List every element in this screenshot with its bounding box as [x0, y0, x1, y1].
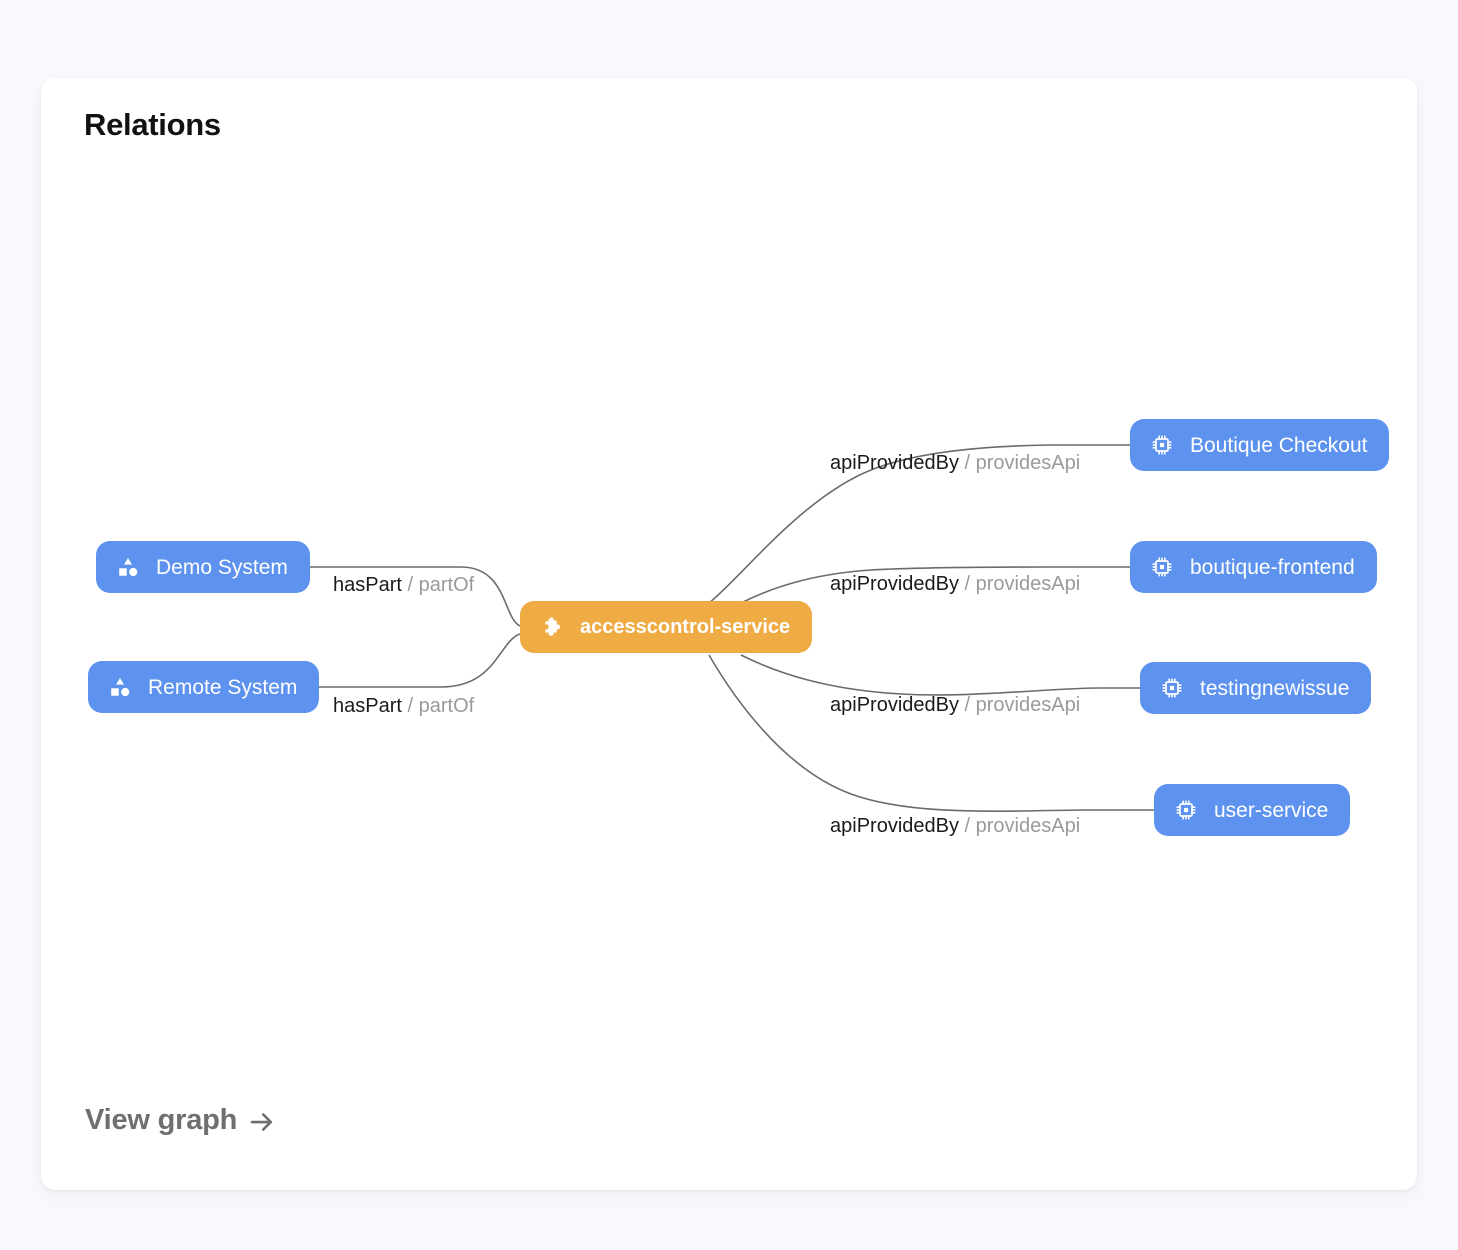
edge-label-forward: apiProvidedBy: [830, 452, 959, 474]
relations-graph: Demo System Remote System: [41, 78, 1417, 1190]
shapes-icon: [115, 554, 141, 580]
graph-node-label: Boutique Checkout: [1190, 433, 1368, 457]
graph-node-boutique-frontend[interactable]: boutique-frontend: [1130, 541, 1377, 593]
edge-label-reverse: partOf: [418, 695, 475, 717]
view-graph-link[interactable]: View graph: [85, 1104, 277, 1137]
edge-path-testingnewissue: [740, 654, 1140, 696]
graph-node-accesscontrol-service[interactable]: accesscontrol-service: [520, 601, 813, 653]
edge-path-remote-system: [300, 633, 521, 688]
graph-node-label: accesscontrol-service: [580, 616, 791, 638]
edge-label-separator: /: [958, 573, 976, 595]
edge-label-testingnewissue: apiProvidedBy / providesApi: [830, 695, 1080, 715]
edge-label-boutique-frontend: apiProvidedBy / providesApi: [830, 574, 1080, 594]
edge-label-forward: apiProvidedBy: [830, 573, 959, 595]
page-title: Relations: [84, 107, 221, 142]
edge-label-separator: /: [958, 694, 976, 716]
graph-node-label: Remote System: [148, 675, 298, 699]
edge-label-reverse: providesApi: [975, 694, 1081, 716]
puzzle-piece-icon: [539, 614, 565, 640]
arrow-right-icon: [247, 1107, 277, 1137]
graph-node-label: boutique-frontend: [1190, 555, 1355, 579]
graph-node-label: Demo System: [156, 555, 288, 579]
graph-node-testingnewissue[interactable]: testingnewissue: [1140, 662, 1372, 714]
edge-label-forward: hasPart: [333, 695, 402, 717]
cpu-chip-icon: [1149, 554, 1175, 580]
edge-label-separator: /: [958, 452, 976, 474]
edge-label-forward: hasPart: [333, 574, 402, 596]
view-graph-label: View graph: [85, 1104, 238, 1136]
shapes-icon: [107, 674, 133, 700]
edge-label-separator: /: [958, 815, 976, 837]
graph-node-remote-system[interactable]: Remote System: [88, 661, 320, 713]
edge-label-reverse: providesApi: [975, 573, 1081, 595]
cpu-chip-icon: [1159, 675, 1185, 701]
edge-label-reverse: providesApi: [975, 452, 1081, 474]
edge-label-forward: apiProvidedBy: [830, 815, 959, 837]
edge-label-forward: apiProvidedBy: [830, 694, 959, 716]
graph-node-demo-system[interactable]: Demo System: [96, 541, 310, 593]
edge-label-reverse: providesApi: [975, 815, 1081, 837]
cpu-chip-icon: [1173, 797, 1199, 823]
edge-label-remote-system: hasPart / partOf: [333, 696, 474, 716]
cpu-chip-icon: [1149, 432, 1175, 458]
graph-node-label: user-service: [1214, 798, 1329, 822]
graph-node-boutique-checkout[interactable]: Boutique Checkout: [1130, 419, 1390, 471]
graph-node-label: testingnewissue: [1200, 676, 1350, 700]
edge-label-separator: /: [401, 695, 419, 717]
edge-path-user-service: [708, 654, 1154, 812]
edge-label-separator: /: [401, 574, 419, 596]
relations-card: Relations: [41, 78, 1417, 1190]
edge-label-boutique-checkout: apiProvidedBy / providesApi: [830, 453, 1080, 473]
edge-label-reverse: partOf: [418, 574, 475, 596]
edge-label-user-service: apiProvidedBy / providesApi: [830, 816, 1080, 836]
graph-node-user-service[interactable]: user-service: [1154, 784, 1351, 836]
edge-label-demo-system: hasPart / partOf: [333, 575, 474, 595]
